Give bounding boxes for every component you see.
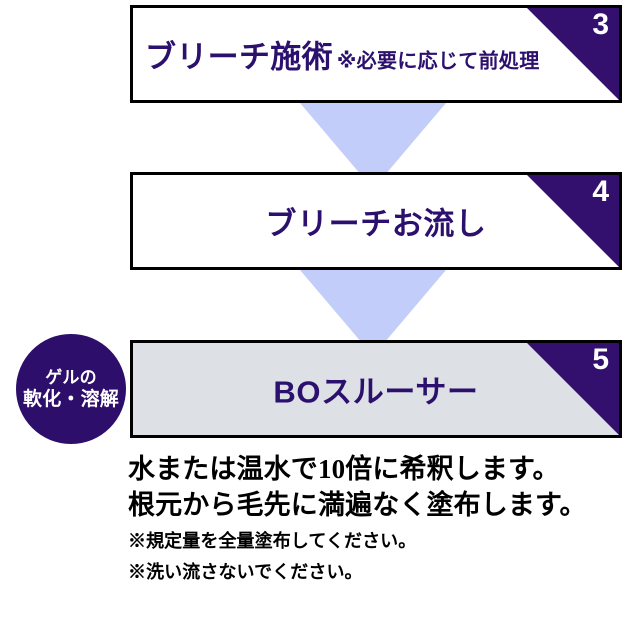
instruction-primary-line-1: 水または温水で10倍に希釈します。 [128,454,560,484]
step-number-5: 5 [592,343,609,376]
step-title-5: BOスルーサー [273,374,479,410]
instructions-block: 水または温水で10倍に希釈します。 根元から毛先に満遍なく塗布します。 ※規定量… [128,452,628,585]
instruction-note-line-1: ※規定量を全量塗布してください。 [128,531,417,552]
step-title-4: ブリーチお流し [265,206,487,242]
badge-line-2: 軟化・溶解 [23,388,119,410]
step-label-5: BOスルーサー [133,367,619,412]
step-number-3: 3 [592,8,609,41]
step-box-5: BOスルーサー 5 [130,340,622,438]
gel-softening-badge: ゲルの 軟化・溶解 [16,334,126,444]
step-note-3: ※必要に応じて前処理 [336,50,540,73]
instruction-note-line-2: ※洗い流さないでください。 [128,562,363,583]
step-box-3: ブリーチ施術※必要に応じて前処理 3 [130,5,622,103]
badge-line-1: ゲルの [45,367,97,387]
step-label-3: ブリーチ施術※必要に応じて前処理 [133,32,619,77]
step-box-4: ブリーチお流し 4 [130,172,622,270]
instruction-primary-line-2: 根元から毛先に満遍なく塗布します。 [128,489,587,520]
step-label-4: ブリーチお流し [133,199,619,244]
step-number-4: 4 [592,175,609,208]
step-title-3: ブリーチ施術 [145,39,333,75]
